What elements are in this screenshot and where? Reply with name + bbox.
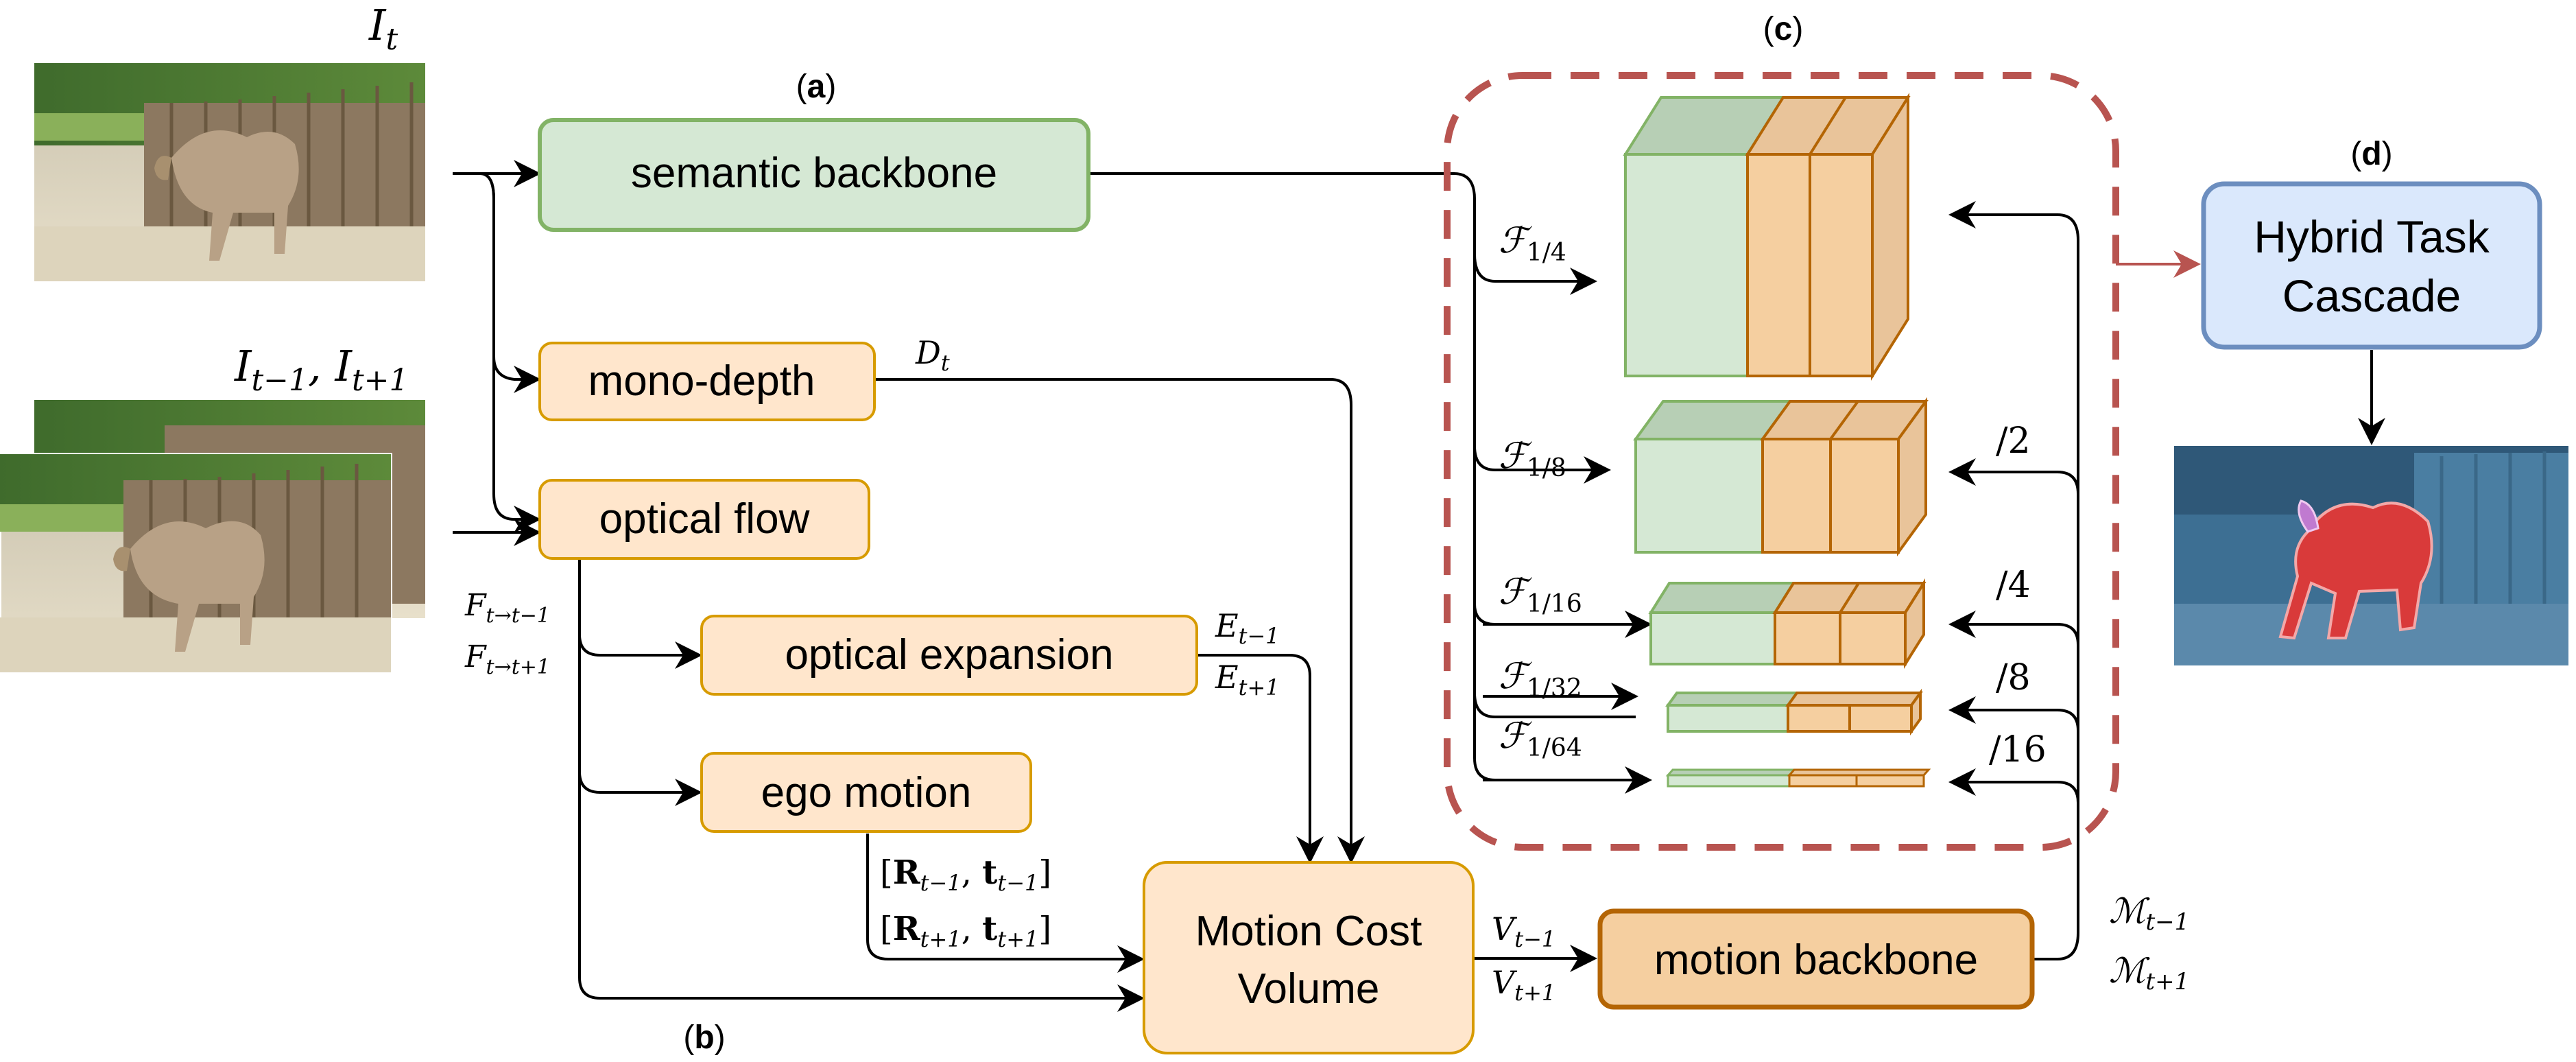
volume-next-label: Vt+1 <box>1492 964 1555 1006</box>
semantic-backbone-box: semantic backbone <box>538 118 1090 232</box>
volume-prev-label: Vt−1 <box>1492 910 1555 952</box>
segmentation-output-image <box>2174 446 2568 665</box>
adjacent-frames-image <box>0 400 425 674</box>
depth-label: Dt <box>915 334 950 376</box>
mono-depth-box: mono-depth <box>538 342 876 421</box>
ego-motion-box: ego motion <box>700 752 1032 833</box>
htc-label-line2: Cascade <box>2282 270 2461 321</box>
mono-depth-label: mono-depth <box>588 357 815 405</box>
expansion-next-label: Et+1 <box>1215 659 1280 700</box>
expansion-prev-label: Et−1 <box>1215 607 1280 649</box>
motion-backbone-label: motion backbone <box>1654 936 1978 984</box>
feature-pyramid-dashed-region <box>1444 72 2119 851</box>
optical-expansion-label: optical expansion <box>785 631 1113 678</box>
feature-label-1-16: ℱ1/16 <box>1499 571 1582 618</box>
connectors <box>453 160 2385 1012</box>
downsample-label-8: /8 <box>1996 657 2031 698</box>
flow-next-label: Ft→t+1 <box>464 639 550 679</box>
feature-label-1-32: ℱ1/32 <box>1499 656 1582 703</box>
motion-cost-volume-label-line2: Volume <box>1238 965 1380 1013</box>
feature-block-1-4 <box>1623 93 1911 381</box>
feature-label-1-64: ℱ1/64 <box>1499 716 1582 762</box>
feature-label-1-4: ℱ1/4 <box>1499 220 1566 267</box>
flow-prev-label: Ft→t−1 <box>464 588 550 628</box>
feature-label-1-8: ℱ1/8 <box>1499 436 1566 482</box>
feature-block-1-32 <box>1665 688 1923 736</box>
optical-expansion-box: optical expansion <box>700 615 1198 696</box>
adjacent-frames-label: It−1, It+1 <box>234 341 409 398</box>
hybrid-task-cascade-box: Hybrid Task Cascade <box>2201 181 2542 350</box>
ego-motion-label: ego motion <box>761 769 972 816</box>
feature-block-1-8 <box>1633 397 1929 557</box>
current-frame-image <box>34 63 425 281</box>
motion-cost-volume-label-line1: Motion Cost <box>1195 908 1422 955</box>
motion-feature-next-label: ℳt+1 <box>2109 951 2189 995</box>
feature-block-1-64 <box>1665 768 1931 788</box>
feature-block-1-16 <box>1648 578 1927 669</box>
section-label-d: (d) <box>2350 136 2392 172</box>
motion-backbone-box: motion backbone <box>1597 908 2035 1010</box>
section-label-a: (a) <box>796 69 837 105</box>
htc-label-line1: Hybrid Task <box>2254 211 2490 262</box>
motion-cost-volume-box: Motion Cost Volume <box>1143 861 1475 1054</box>
downsample-label-16: /16 <box>1989 729 2047 770</box>
section-label-b: (b) <box>683 1019 725 1056</box>
pose-prev-label: [Rt−1, tt−1] <box>880 853 1051 896</box>
motion-feature-prev-label: ℳt−1 <box>2109 891 2189 936</box>
current-frame-label: It <box>368 0 398 57</box>
semantic-backbone-label: semantic backbone <box>631 150 997 197</box>
optical-flow-label: optical flow <box>599 495 810 543</box>
downsample-label-4: /4 <box>1996 565 2031 606</box>
optical-flow-box: optical flow <box>538 479 870 560</box>
downsample-label-2: /2 <box>1996 421 2031 462</box>
pose-next-label: [Rt+1, tt+1] <box>880 910 1051 952</box>
section-label-c: (c) <box>1763 11 1804 47</box>
